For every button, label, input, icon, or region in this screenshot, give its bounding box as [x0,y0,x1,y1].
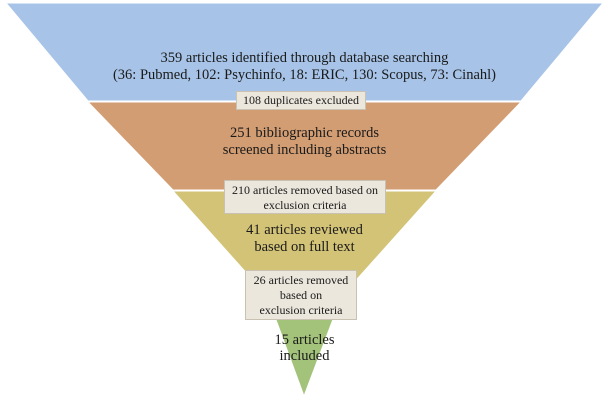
duplicates-excluded-line-1: 108 duplicates excluded [243,93,359,107]
stage-identified-line-1: 359 articles identified through database… [160,50,449,66]
exclusion-note-2-line-2: based on [279,288,323,302]
exclusion-criteria-note-2: 26 articles removed based on exclusion c… [245,270,357,320]
exclusion-note-2-line-1: 26 articles removed [253,273,349,287]
exclusion-note-2-line-3: exclusion criteria [259,303,343,317]
stage-included-line-1: 15 articles [274,332,335,348]
stage-reviewed-label: 41 articles reviewed based on full text [200,222,409,256]
exclusion-note-1-line-1: 210 articles removed based on [232,183,378,197]
stage-identified-label: 359 articles identified through database… [70,50,539,84]
stage-screened-label: 251 bibliographic records screened inclu… [170,125,439,159]
stage-screened-line-2: screened including abstracts [222,142,387,158]
exclusion-criteria-note-1: 210 articles removed based on exclusion … [224,180,386,214]
duplicates-excluded-note: 108 duplicates excluded [236,91,366,110]
funnel-stage-identified [4,2,605,102]
stage-included-label: 15 articles included [250,332,359,364]
stage-screened-line-1: 251 bibliographic records [230,125,379,141]
funnel-stage-screened [86,101,523,191]
exclusion-note-1-line-2: exclusion criteria [263,198,347,212]
stage-included-line-2: included [279,348,330,364]
stage-reviewed-line-1: 41 articles reviewed [246,222,363,238]
stage-reviewed-line-2: based on full text [254,239,355,255]
stage-identified-line-2: (36: Pubmed, 102: Psychinfo, 18: ERIC, 1… [112,67,497,83]
